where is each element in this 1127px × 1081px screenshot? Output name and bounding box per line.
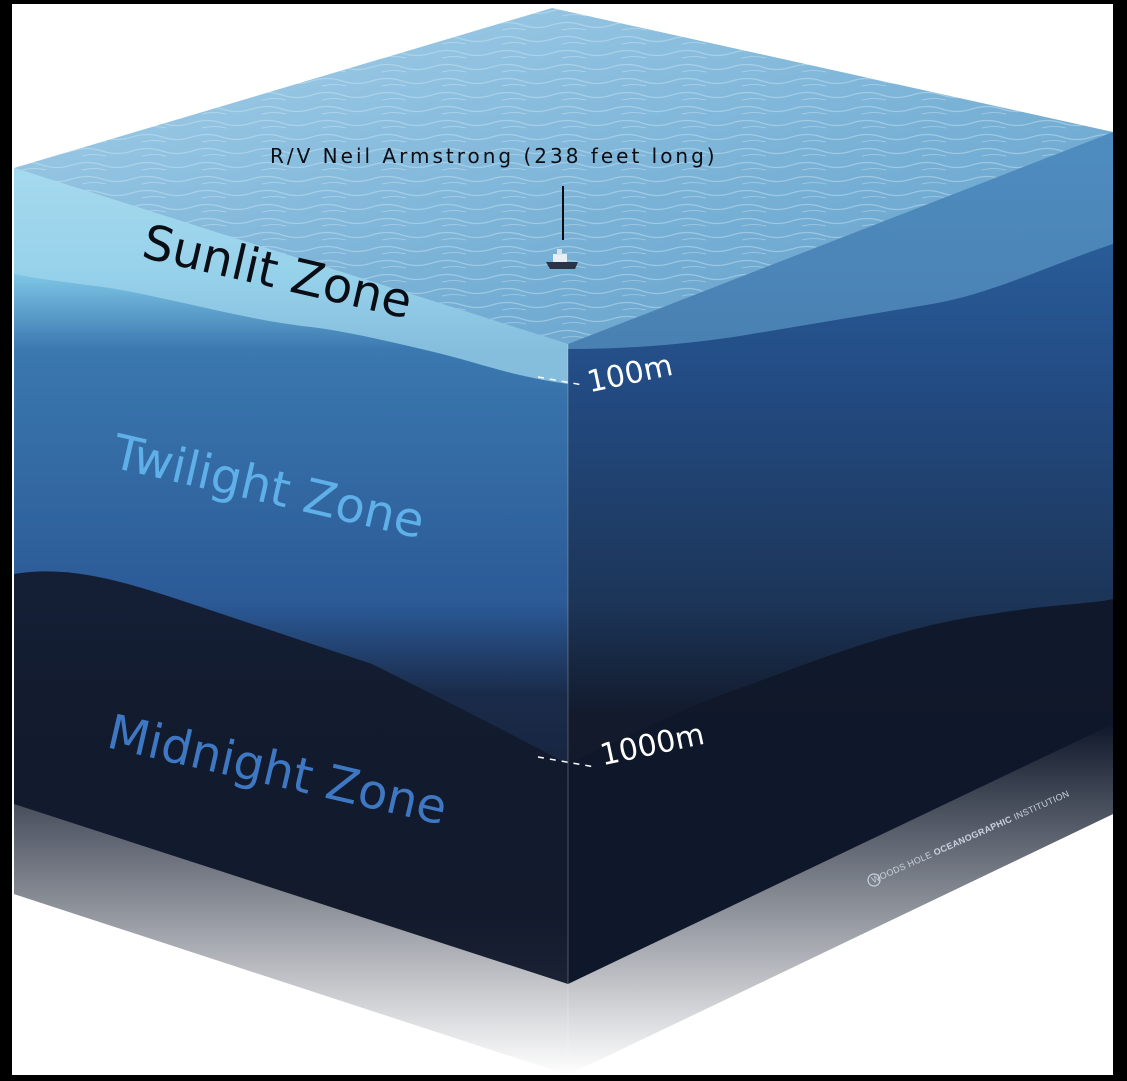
depth-1000m-dash (537, 756, 596, 768)
ocean-cube-diagram: R/V Neil Armstrong (238 feet long) Sunli… (12, 4, 1113, 1075)
depth-100m-dash (537, 376, 584, 386)
ship-label: R/V Neil Armstrong (238 feet long) (270, 144, 718, 168)
right-sunlit-glow (568, 132, 1113, 349)
whoi-logo-icon (867, 873, 881, 887)
ocean-surface-waves (14, 8, 1113, 344)
bottom-fade (14, 724, 1113, 1075)
sunlit-zone-band (14, 168, 568, 384)
research-vessel-icon (546, 249, 578, 269)
ocean-cube-illustration (14, 8, 1113, 1075)
